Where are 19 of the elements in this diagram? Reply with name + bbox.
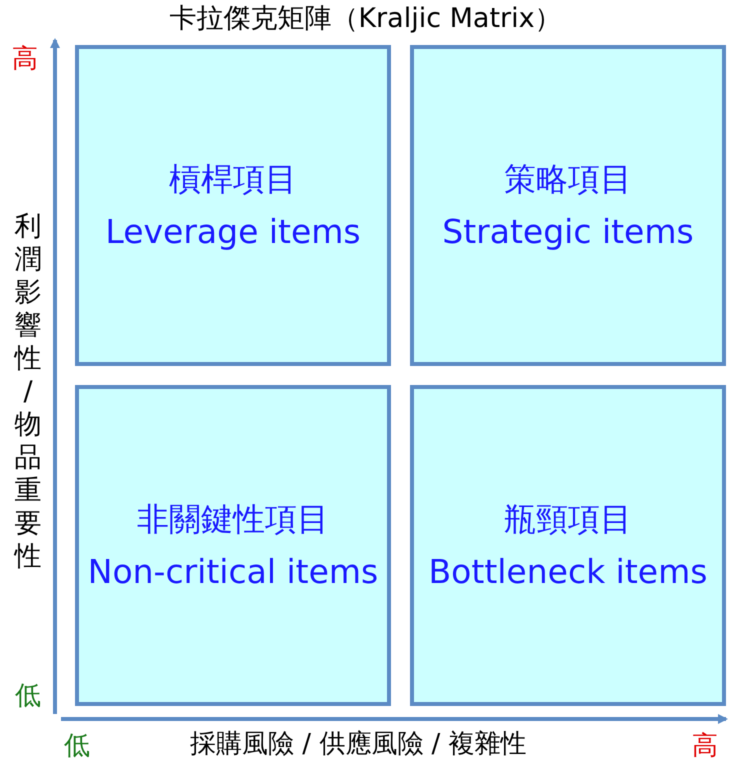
axis-low-label: 低: [15, 683, 41, 709]
quadrant-title: 非關鍵性項目: [137, 500, 329, 538]
x-axis-title: 採購風險 / 供應風險 / 複雜性: [190, 731, 527, 757]
quadrant-title: 槓桿項目: [169, 160, 297, 198]
quadrant-box: [75, 385, 391, 706]
quadrant-box: [75, 45, 391, 366]
title: 卡拉傑克矩陣（Kraljic Matrix）: [168, 5, 563, 32]
quadrant-subtitle: Strategic items: [442, 212, 694, 252]
axis-high-label: 高: [12, 46, 38, 72]
quadrant-subtitle: Leverage items: [105, 212, 361, 252]
axis-high-label: 高: [692, 733, 718, 759]
quadrant-box: [410, 45, 726, 366]
quadrant-box: [410, 385, 726, 706]
axis-low-label: 低: [64, 733, 90, 759]
y-axis-title: 利潤影響性/物品重要性: [14, 210, 42, 573]
quadrant-subtitle: Non-critical items: [88, 552, 378, 592]
quadrant-title: 瓶頸項目: [504, 500, 632, 538]
quadrant-title: 策略項目: [504, 160, 632, 198]
quadrant-subtitle: Bottleneck items: [428, 552, 708, 592]
